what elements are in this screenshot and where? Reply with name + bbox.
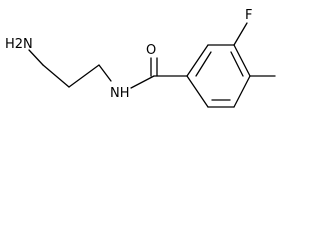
bond-ring-f [233,22,248,46]
amide-nh-label: NH [110,86,130,101]
ring-double-bond-1 [195,51,212,77]
bond-c1-c2 [42,64,70,88]
oxygen-label: O [146,43,156,58]
bond-n-c1 [28,49,44,66]
amine-label: H2N [5,37,33,52]
ring-bond-1 [186,44,209,77]
fluorine-label: F [245,8,252,23]
ring-bond-4 [233,75,251,108]
chemical-structure: H2N NH O F [5,8,276,108]
ring-bond-3 [233,44,251,77]
bond-c3-n [98,64,112,82]
bond-n-carbonyl [130,75,155,89]
bond-c2-c3 [68,64,100,88]
ring-bond-6 [186,75,209,108]
ring-double-bond-2 [230,51,244,77]
